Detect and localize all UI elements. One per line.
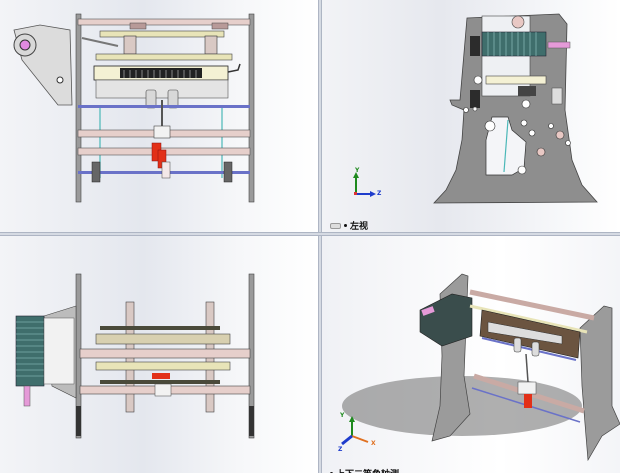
viewport-top[interactable] — [0, 236, 318, 473]
viewport-splitter-horizontal[interactable] — [0, 232, 620, 236]
axis-x-label: X — [371, 440, 376, 447]
coordinate-triad: Y X Z — [338, 412, 376, 453]
axis-z-label: Z — [338, 446, 343, 453]
viewport-left[interactable]: Y Z 左视 — [322, 0, 620, 232]
axis-y-label: Y — [355, 167, 360, 174]
axis-y-label: Y — [340, 412, 345, 419]
view-glasses-icon — [330, 222, 341, 229]
view-label-left: 左视 — [330, 219, 368, 232]
left-view-model — [353, 13, 598, 204]
viewport-isometric[interactable]: Y X Z 上下二等角轴测 — [322, 236, 620, 473]
axis-z-label: Z — [377, 190, 382, 197]
front-view-model — [13, 13, 255, 203]
top-view-model — [15, 273, 255, 439]
view-name: 上下二等角轴测 — [336, 467, 399, 473]
bullet-icon — [344, 224, 347, 227]
view-name: 左视 — [350, 222, 369, 232]
coordinate-triad: Y Z — [352, 160, 388, 197]
viewport-splitter-vertical[interactable] — [318, 0, 322, 473]
viewport-front[interactable] — [0, 0, 318, 232]
isometric-view-model — [341, 273, 620, 462]
view-label-isometric: 上下二等角轴测 — [330, 467, 399, 473]
